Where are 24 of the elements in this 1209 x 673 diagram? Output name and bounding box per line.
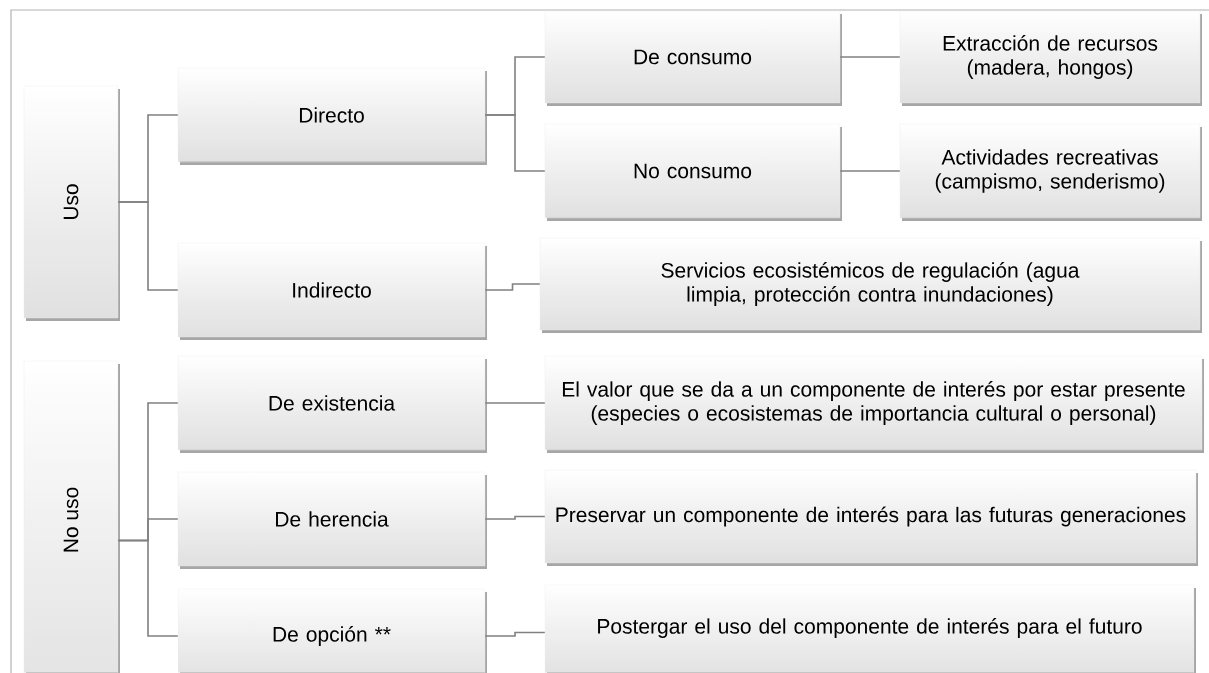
value-box: Servicios ecosistémicos de regulación (agua limpia, protección contra inundaciones) [539,237,1202,333]
connector [839,170,901,172]
value-box: Postergar el uso del componente de interés para el futuro [544,584,1196,673]
value-box: Directo [177,67,487,165]
connector [484,402,546,404]
value-box: No consumo [544,123,842,221]
value-box: De herencia [177,471,487,569]
connector [839,56,901,58]
connector [484,515,546,520]
value-box: Indirecto [177,242,487,340]
value-box: Preservar un componente de interés para las futuras generaciones [544,469,1198,566]
value-box: De consumo [544,10,842,106]
value-box: De existencia [177,355,487,453]
value-box: El valor que se da a un componente de interés por estar presente (especies o ecosistemas de importancia cultural o personal) [544,355,1204,453]
connector [117,201,179,291]
connector [484,283,541,291]
category-box: No uso [23,360,120,673]
value-box: De opción ** [177,588,487,673]
connector [117,539,179,637]
category-box: Uso [23,85,120,321]
value-box: Actividades recreativas (campismo, senderismo) [899,123,1202,221]
connector [484,631,546,637]
connector [484,114,546,172]
value-box: Extracción de recursos (madera, hongos) [899,10,1202,106]
